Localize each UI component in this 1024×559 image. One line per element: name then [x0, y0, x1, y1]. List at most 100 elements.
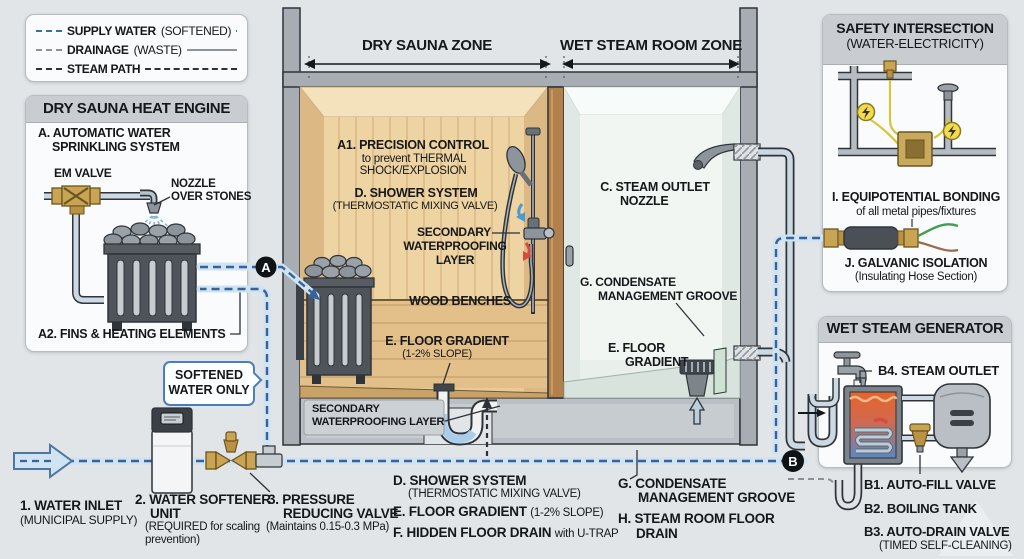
- condensate-groove-icon: [713, 347, 727, 395]
- prv-sub: (Maintains 0.15-0.3 MPa): [266, 521, 390, 533]
- watermark: [938, 500, 1014, 556]
- galvanic-hose-icon: [823, 223, 959, 252]
- drain-dashes: [482, 397, 835, 487]
- steam-outlet-line2: NOZZLE: [620, 194, 669, 208]
- safety-bonding-sub: of all metal pipes/fixtures: [856, 206, 976, 218]
- safety-bonding-label: I. EQUIPOTENTIAL BONDING: [831, 190, 1001, 204]
- fn-sr-drain-line2: DRAIN: [636, 526, 678, 541]
- pointer-lines: [153, 196, 705, 493]
- he-em-valve-label: EM VALVE: [54, 166, 112, 180]
- wp-bottom-line1: SECONDARY: [312, 403, 380, 415]
- legend-supply-sub: (SOFTENED): [160, 23, 232, 38]
- legend-supply-label: SUPPLY WATER: [67, 23, 156, 38]
- wet-steam-room: [563, 86, 761, 425]
- steam-cond-line2: MANAGEMENT GROOVE: [598, 289, 738, 303]
- generator-illustration: [833, 351, 1014, 556]
- softened-line2: WATER ONLY: [168, 382, 250, 397]
- sauna-wp-line1: SECONDARY: [417, 225, 491, 239]
- heater-body-icon: [103, 243, 201, 331]
- legend-steam-label: STEAM PATH: [67, 61, 141, 76]
- water-inlet-arrow-icon: [13, 443, 74, 479]
- safety-isolation-label: J. GALVANIC ISOLATION: [844, 256, 988, 270]
- drain-line-solid-sample: [186, 48, 237, 51]
- wp-bottom-line2: WATERPROOFING LAYER: [312, 416, 445, 428]
- sauna-wp-line2: WATERPROOFING: [403, 239, 507, 253]
- heating-element-icon: [873, 417, 889, 425]
- em-valve-icon: [51, 185, 101, 215]
- fn-floor-label: E. FLOOR GRADIENT (1-2% SLOPE): [393, 504, 604, 520]
- sauna-heater-icon: [296, 254, 375, 384]
- shower-icon: [500, 127, 555, 314]
- dry-sauna-room: [299, 86, 565, 399]
- he-a2-label: A2. FINS & HEATING ELEMENTS: [38, 327, 226, 341]
- safety-illustration: [823, 60, 996, 252]
- gen-b3-sub: (TIMED SELF-CLEANING): [879, 540, 1012, 552]
- softener-sub2: prevention): [145, 534, 200, 546]
- generator-title: WET STEAM GENERATOR: [819, 317, 1011, 343]
- steam-outlet-line1: C. STEAM OUTLET: [600, 180, 710, 194]
- gen-b1-label: B1. AUTO-FILL VALVE: [864, 477, 996, 492]
- auto-fill-valve-icon: [909, 423, 931, 453]
- steam-nozzle-icon: [693, 143, 761, 170]
- wall-sleeve-icon: [733, 345, 761, 361]
- sauna-shower-label: D. SHOWER SYSTEM: [354, 186, 478, 200]
- tee-fitting-icon: [255, 445, 283, 468]
- sauna-floor-label: E. FLOOR GRADIENT: [385, 334, 509, 348]
- heat-engine-illustration: [44, 185, 241, 335]
- legend-row-steam: STEAM PATH: [26, 59, 247, 78]
- safety-isolation-sub: (Insulating Hose Section): [854, 271, 978, 283]
- sauna-a1-sub2: SHOCK/EXPLOSION: [359, 165, 467, 177]
- safety-title-line1: SAFETY INTERSECTION: [836, 20, 994, 36]
- gen-b2-label: B2. BOILING TANK: [864, 501, 977, 516]
- zone-label-wet: WET STEAM ROOM ZONE: [560, 37, 742, 54]
- safety-title-line2: (WATER-ELECTRICITY): [846, 36, 984, 51]
- sauna-benches-label: WOOD BENCHES: [409, 294, 511, 308]
- steam-line-sample: [36, 67, 62, 70]
- door-handle-icon: [565, 245, 574, 267]
- steam-floor-line2: GRADIENT: [625, 355, 689, 369]
- fn-floor-main: E. FLOOR GRADIENT: [393, 504, 527, 519]
- legend-row-supply: SUPPLY WATER (SOFTENED): [26, 21, 247, 40]
- drain-line-sample: [36, 48, 62, 51]
- he-nozzle-line2: OVER STONES: [171, 191, 252, 203]
- steam-room-drain-icon: [679, 359, 715, 425]
- marker-b: B: [782, 450, 804, 472]
- svg-text:B: B: [788, 454, 797, 469]
- safety-title: SAFETY INTERSECTION (WATER-ELECTRICITY): [823, 15, 1007, 65]
- he-a-line1: A. AUTOMATIC WATER: [38, 126, 171, 140]
- supply-line-sample-end: [236, 29, 237, 32]
- gen-b3-label: B3. AUTO-DRAIN VALVE: [864, 524, 1010, 539]
- zone-label-dry: DRY SAUNA ZONE: [361, 37, 493, 54]
- steam-accumulator-icon: [933, 383, 991, 474]
- he-nozzle-line1: NOZZLE: [171, 178, 216, 190]
- fn-cond-line1: G. CONDENSATE: [618, 476, 727, 491]
- svg-text:A: A: [261, 260, 271, 275]
- fn-sr-drain-line1: H. STEAM ROOM FLOOR: [618, 511, 775, 526]
- gen-b4-label: B4. STEAM OUTLET: [878, 363, 999, 378]
- legend-panel: SUPPLY WATER (SOFTENED) DRAINAGE (WASTE)…: [25, 14, 248, 82]
- supply-line-sample: [36, 29, 62, 32]
- sauna-floor-sub: (1-2% SLOPE): [402, 348, 472, 360]
- inlet-label: 1. WATER INLET: [20, 498, 123, 513]
- fn-drain-sub: with U-TRAP: [554, 528, 619, 540]
- marker-a: A: [255, 256, 277, 278]
- pressure-reducing-valve-icon: [205, 431, 257, 471]
- water-softener-icon: [151, 407, 193, 494]
- waterproofing-label-patch: [303, 399, 445, 436]
- inlet-sub: (MUNICIPAL SUPPLY): [20, 513, 138, 527]
- steam-floor-line1: E. FLOOR: [608, 341, 666, 355]
- sauna-shower-sub: (THERMOSTATIC MIXING VALVE): [332, 200, 498, 212]
- fn-shower-label: D. SHOWER SYSTEM: [393, 473, 527, 488]
- fn-shower-sub: (THERMOSTATIC MIXING VALVE): [408, 488, 581, 500]
- steam-cond-line1: G. CONDENSATE: [580, 275, 676, 289]
- legend-drain-label: DRAINAGE: [67, 42, 129, 57]
- legend-drain-sub: (WASTE): [133, 42, 182, 57]
- steam-line-sample-end: [145, 67, 237, 70]
- sauna-wp-line3: LAYER: [435, 253, 475, 267]
- softened-water-callout: SOFTENED WATER ONLY: [163, 361, 255, 406]
- prv-label-line2: REDUCING VALVE: [283, 506, 399, 521]
- softened-line1: SOFTENED: [174, 368, 244, 382]
- fn-drain-main: F. HIDDEN FLOOR DRAIN: [393, 525, 552, 540]
- fn-cond-line2: MANAGEMENT GROOVE: [638, 490, 796, 505]
